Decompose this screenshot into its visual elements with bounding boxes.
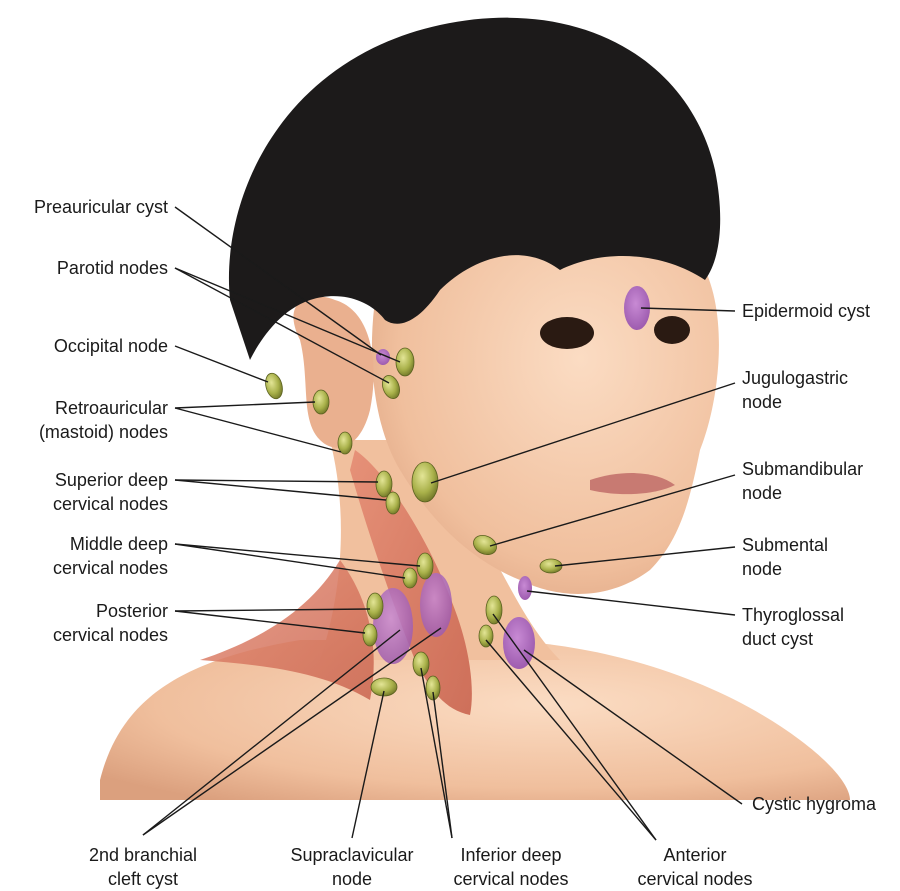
label-preauricular-cyst: Preauricular cyst xyxy=(34,195,168,219)
thyroglossal-duct-cyst xyxy=(518,576,532,600)
label-cystic-hygroma: Cystic hygroma xyxy=(752,792,876,816)
left-eye xyxy=(540,317,594,349)
anterior-cervical-node xyxy=(486,596,502,624)
right-eye xyxy=(654,316,690,344)
shoulders xyxy=(100,640,850,800)
line-thyroglossal xyxy=(527,591,735,615)
branchial-cleft-cyst-2 xyxy=(420,573,452,637)
label-retroauricular-nodes: Retroauricular(mastoid) nodes xyxy=(39,396,168,444)
label-occipital-node: Occipital node xyxy=(54,334,168,358)
label-epidermoid-cyst: Epidermoid cyst xyxy=(742,299,870,323)
posterior-cervical-node xyxy=(367,593,383,619)
middle-deep-node xyxy=(403,568,417,588)
cystic-hygroma xyxy=(503,617,535,669)
posterior-cervical-node xyxy=(363,624,377,646)
retroauricular-node xyxy=(338,432,352,454)
superior-deep-node xyxy=(386,492,400,514)
anterior-cervical-node xyxy=(479,625,493,647)
line-retroauricular-1 xyxy=(175,402,315,408)
inferior-deep-node xyxy=(413,652,429,676)
retroauricular-node xyxy=(313,390,329,414)
ear xyxy=(293,296,373,447)
label-parotid-nodes: Parotid nodes xyxy=(57,256,168,280)
occipital-node xyxy=(263,371,285,400)
